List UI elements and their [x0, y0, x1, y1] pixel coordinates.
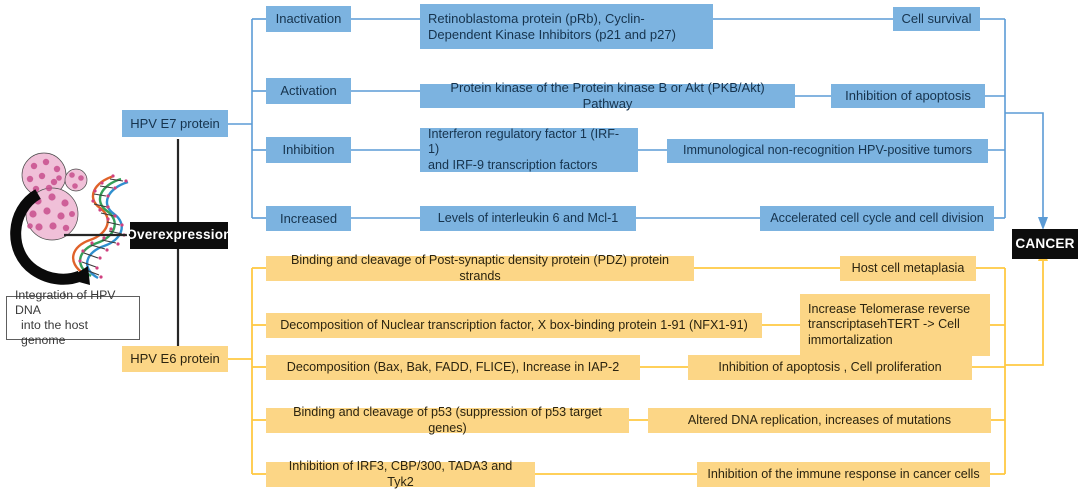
e7-target-pkb-akt[interactable]: Protein kinase of the Protein kinase B o…: [420, 80, 795, 111]
e7-outcome-accelerated-cell-cycle[interactable]: Accelerated cell cycle and cell division: [760, 206, 994, 231]
e6-outcome-telomerase-line3: immortalization: [808, 332, 893, 347]
e7-target-rb-line1: Retinoblastoma protein (pRb), Cyclin-: [428, 10, 645, 26]
e6-outcome-host-cell-metaplasia[interactable]: Host cell metaplasia: [840, 256, 976, 281]
e7-action-inhibition[interactable]: Inhibition: [266, 137, 351, 163]
e6-outcome-inhibition-immune-response[interactable]: Inhibition of the immune response in can…: [697, 462, 990, 487]
e6-mechanism-bax-bak-fadd[interactable]: Decomposition (Bax, Bak, FADD, FLICE), I…: [266, 355, 640, 380]
e7-action-activation[interactable]: Activation: [266, 78, 351, 104]
e7-target-rb-line2: Dependent Kinase Inhibitors (p21 and p27…: [428, 26, 676, 42]
e6-outcome-altered-dna-replication[interactable]: Altered DNA replication, increases of mu…: [648, 408, 991, 433]
cancer-node[interactable]: CANCER: [1012, 229, 1078, 259]
e7-target-il6-mcl1[interactable]: Levels of interleukin 6 and Mcl-1: [420, 206, 636, 231]
overexpression-node[interactable]: Overexpression: [126, 222, 232, 249]
e7-target-rb-cdki[interactable]: Retinoblastoma protein (pRb), Cyclin- De…: [420, 4, 713, 49]
e7-target-irf-line2: and IRF-9 transcription factors: [428, 157, 598, 172]
hpv-e7-protein-node[interactable]: HPV E7 protein: [122, 110, 228, 137]
e7-action-increased[interactable]: Increased: [266, 206, 351, 231]
e6-outcome-telomerase-line1: Increase Telomerase reverse: [808, 301, 971, 316]
e6-mechanism-nfx1[interactable]: Decomposition of Nuclear transcription f…: [266, 313, 762, 338]
e6-outcome-inhibition-apoptosis-proliferation[interactable]: Inhibition of apoptosis , Cell prolifera…: [688, 355, 972, 380]
e7-target-irf[interactable]: Interferon regulatory factor 1 (IRF-1) a…: [420, 126, 638, 172]
e7-outcome-inhibition-apoptosis[interactable]: Inhibition of apoptosis: [831, 84, 985, 108]
e6-outcome-telomerase-line2: transcriptasehTERT -> Cell: [808, 317, 960, 332]
hpv-e6-protein-node[interactable]: HPV E6 protein: [122, 346, 228, 372]
e6-mechanism-pdz[interactable]: Binding and cleavage of Post-synaptic de…: [266, 253, 694, 283]
integration-caption-box: Integration of HPV DNA into the host gen…: [6, 288, 140, 347]
hpv-virus-dna-icon: [10, 152, 129, 285]
integration-caption-line1: Integration of HPV DNA: [15, 288, 116, 317]
e7-outcome-immunological-non-recognition[interactable]: Immunological non-recognition HPV-positi…: [667, 139, 988, 163]
e6-mechanism-irf3-cbp[interactable]: Inhibition of IRF3, CBP/300, TADA3 and T…: [266, 459, 535, 489]
e6-outcome-telomerase[interactable]: Increase Telomerase reverse transcriptas…: [800, 294, 990, 356]
e7-action-inactivation[interactable]: Inactivation: [266, 6, 351, 32]
integration-caption-line2: into the host genome: [21, 318, 88, 347]
e7-target-irf-line1: Interferon regulatory factor 1 (IRF-1): [428, 126, 620, 157]
e6-mechanism-p53[interactable]: Binding and cleavage of p53 (suppression…: [266, 405, 629, 435]
e7-outcome-cell-survival[interactable]: Cell survival: [893, 7, 980, 31]
